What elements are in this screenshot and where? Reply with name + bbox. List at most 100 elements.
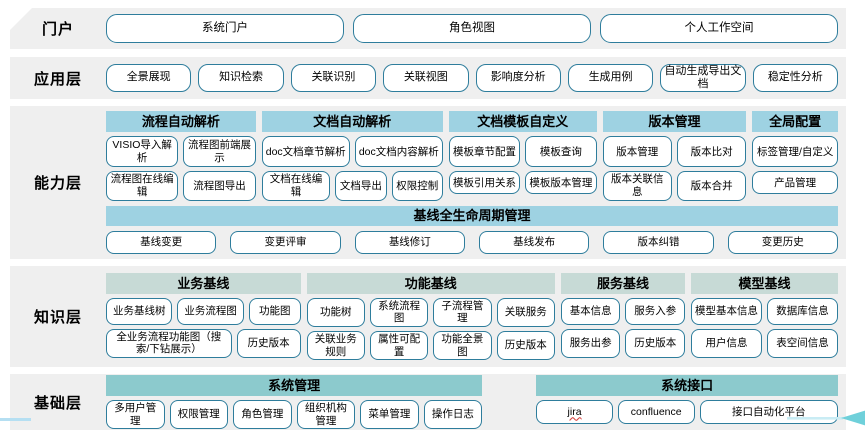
module-button[interactable]: 系统流程图 <box>369 297 429 327</box>
group-header: 版本管理 <box>602 111 747 133</box>
module-group: 系统管理多用户管理权限管理角色管理组织机构管理菜单管理操作日志 <box>106 374 483 430</box>
button-row: 多用户管理权限管理角色管理组织机构管理菜单管理操作日志 <box>106 399 483 430</box>
button-row: 基本信息服务入参 <box>560 297 686 325</box>
button-row: 功能树系统流程图子流程管理关联服务 <box>306 297 555 327</box>
module-button[interactable]: 模板章节配置 <box>448 136 521 168</box>
application-button[interactable]: 生成用例 <box>567 64 654 92</box>
layer-label-foundation: 基础层 <box>33 394 82 412</box>
module-button[interactable]: 模板查询 <box>525 136 597 168</box>
module-button[interactable]: 子流程管理 <box>433 297 492 327</box>
baseline-button[interactable]: 变更评审 <box>230 230 341 254</box>
module-button[interactable]: 表空间信息 <box>767 328 838 358</box>
baseline-button[interactable]: 版本纠错 <box>603 230 714 254</box>
module-button[interactable]: jira <box>536 399 613 424</box>
module-button[interactable]: 用户信息 <box>691 328 763 358</box>
module-button[interactable]: 组织机构管理 <box>296 399 356 430</box>
module-button[interactable]: 数据库信息 <box>767 297 838 325</box>
module-button[interactable]: 基本信息 <box>560 297 621 325</box>
group-header: 文档自动解析 <box>261 111 443 133</box>
application-button[interactable]: 知识检索 <box>198 64 284 92</box>
module-group: 功能基线功能树系统流程图子流程管理关联服务关联业务规则属性可配置功能全景图历史版… <box>306 272 555 361</box>
application-button[interactable]: 全景展现 <box>106 64 192 92</box>
button-row: 产品管理 <box>752 171 838 195</box>
module-button[interactable]: 模板引用关系 <box>448 171 521 195</box>
baseline-button[interactable]: 变更历史 <box>727 230 838 254</box>
module-button[interactable]: 权限控制 <box>391 171 443 201</box>
button-row: 标签管理/自定义 <box>752 136 838 168</box>
group-header: 功能基线 <box>306 272 555 294</box>
module-button[interactable]: 全业务流程功能图（搜索/下钻展示） <box>106 328 232 358</box>
group-header: 系统管理 <box>106 374 483 396</box>
portal-button[interactable]: 系统门户 <box>106 14 344 43</box>
module-button[interactable]: 属性可配置 <box>369 331 429 361</box>
baseline-button[interactable]: 基线修订 <box>354 230 465 254</box>
module-button[interactable]: 版本比对 <box>676 136 747 168</box>
button-row: 模型基本信息数据库信息 <box>691 297 838 325</box>
module-button[interactable]: 模板版本管理 <box>525 171 597 195</box>
application-button[interactable]: 自动生成导出文档 <box>660 64 746 92</box>
module-button[interactable]: 版本管理 <box>602 136 672 168</box>
module-button[interactable]: 产品管理 <box>752 171 838 195</box>
module-group: 文档模板自定义模板章节配置模板查询模板引用关系模板版本管理 <box>448 111 597 200</box>
portal-button[interactable]: 角色视图 <box>353 14 591 43</box>
group-header: 文档模板自定义 <box>448 111 597 133</box>
module-button[interactable]: 功能树 <box>306 297 365 327</box>
portal-button[interactable]: 个人工作空间 <box>600 14 838 43</box>
group-header: 模型基线 <box>691 272 838 294</box>
application-button[interactable]: 稳定性分析 <box>752 64 838 92</box>
button-row: VISIO导入解析流程图前端展示 <box>106 136 256 168</box>
group-header: 系统接口 <box>536 374 838 396</box>
module-button[interactable]: 功能全景图 <box>433 331 492 361</box>
corner-cut-decoration <box>10 8 32 30</box>
baseline-header: 基线全生命周期管理 <box>106 205 838 226</box>
baseline-button[interactable]: 基线发布 <box>478 230 590 254</box>
module-button[interactable]: 流程图在线编辑 <box>106 171 179 201</box>
layer-band-application: 应用层 全景展现知识检索关联识别关联视图影响度分析生成用例自动生成导出文档稳定性… <box>10 57 846 99</box>
layer-band-foundation: 基础层 系统管理多用户管理权限管理角色管理组织机构管理菜单管理操作日志 系统接口 j… <box>10 374 846 430</box>
application-button[interactable]: 影响度分析 <box>475 64 561 92</box>
module-button[interactable]: confluence <box>617 399 695 424</box>
module-button[interactable]: 接口自动化平台 <box>699 399 838 424</box>
module-button[interactable]: 流程图导出 <box>183 171 256 201</box>
module-button[interactable]: 文档导出 <box>335 171 387 201</box>
module-button[interactable]: 标签管理/自定义 <box>752 136 838 168</box>
group-header: 全局配置 <box>752 111 838 133</box>
module-button[interactable]: 操作日志 <box>423 399 483 430</box>
baseline-button[interactable]: 基线变更 <box>106 230 217 254</box>
module-button[interactable]: 功能图 <box>248 297 301 325</box>
module-button[interactable]: doc文档章节解析 <box>261 136 350 168</box>
button-row: 全业务流程功能图（搜索/下钻展示）历史版本 <box>106 328 301 358</box>
module-button[interactable]: 权限管理 <box>169 399 229 430</box>
module-button[interactable]: 角色管理 <box>233 399 292 430</box>
module-button[interactable]: 服务出参 <box>560 328 621 358</box>
module-button[interactable]: VISIO导入解析 <box>106 136 179 168</box>
portal-buttons: 系统门户角色视图个人工作空间 <box>106 14 838 43</box>
layer-label-application: 应用层 <box>33 70 82 88</box>
module-button[interactable]: 文档在线编辑 <box>261 171 331 201</box>
module-button[interactable]: 模型基本信息 <box>691 297 763 325</box>
module-group: 全局配置标签管理/自定义产品管理 <box>752 111 838 200</box>
module-button[interactable]: 历史版本 <box>625 328 686 358</box>
module-button[interactable]: 历史版本 <box>496 331 555 361</box>
knowledge-groups: 业务基线业务基线树业务流程图功能图全业务流程功能图（搜索/下钻展示）历史版本功能… <box>106 272 838 361</box>
module-button[interactable]: 关联业务规则 <box>306 331 365 361</box>
module-button[interactable]: 业务基线树 <box>106 297 173 325</box>
application-button[interactable]: 关联视图 <box>383 64 469 92</box>
module-button[interactable]: 业务流程图 <box>177 297 244 325</box>
module-button[interactable]: 服务入参 <box>625 297 686 325</box>
module-button[interactable]: 菜单管理 <box>360 399 419 430</box>
module-button[interactable]: 多用户管理 <box>106 399 165 430</box>
module-button[interactable]: 关联服务 <box>496 297 555 327</box>
module-button[interactable]: 历史版本 <box>236 328 301 358</box>
module-button[interactable]: 版本合并 <box>676 171 747 201</box>
layer-band-portal: 门户 系统门户角色视图个人工作空间 <box>10 8 846 49</box>
module-button[interactable]: doc文档内容解析 <box>354 136 443 168</box>
module-button[interactable]: 流程图前端展示 <box>183 136 256 168</box>
application-button[interactable]: 关联识别 <box>290 64 377 92</box>
module-button[interactable]: 版本关联信息 <box>602 171 672 201</box>
